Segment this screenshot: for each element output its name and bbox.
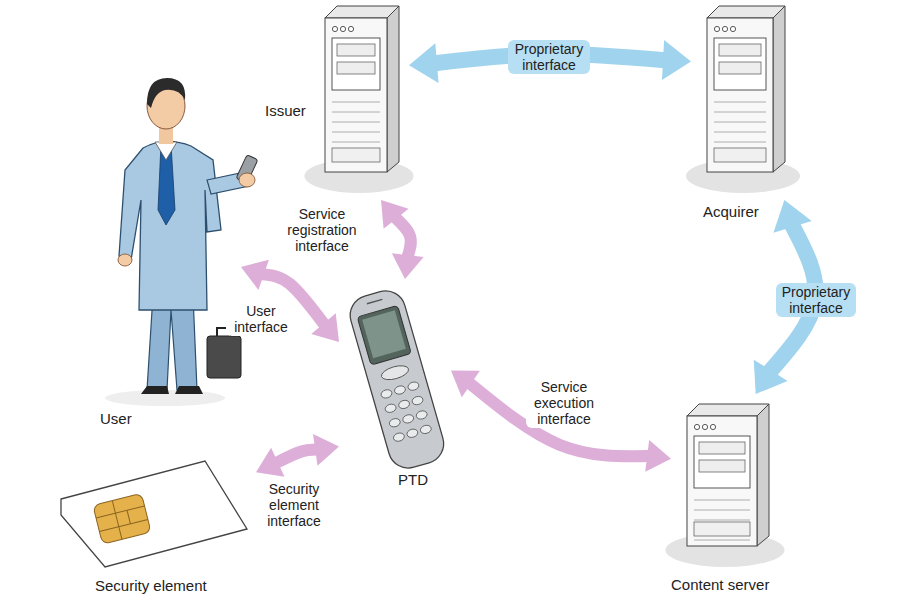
arrow-head <box>754 360 788 394</box>
issuer-server: Issuer <box>315 2 403 194</box>
arrow-head <box>451 371 480 398</box>
arrow-head <box>311 313 339 342</box>
arrow-head <box>645 440 671 472</box>
node-label: Content server <box>671 576 769 593</box>
user-person: User <box>95 60 235 405</box>
arrow-head <box>381 200 409 229</box>
acquirer-server: Acquirer <box>697 2 789 194</box>
interface-arrow <box>451 371 671 472</box>
arrow-head <box>392 253 424 279</box>
node-label: User <box>100 410 132 427</box>
interface-label: Service registration interface <box>280 205 364 255</box>
interface-label: Service execution interface <box>526 378 602 428</box>
interface-label: Security element interface <box>254 480 334 530</box>
illustration <box>345 285 445 475</box>
content-server: Content server <box>677 400 773 568</box>
arrow-head <box>241 260 269 290</box>
arrow-shaft <box>276 450 317 463</box>
interface-label: User interface <box>226 302 296 336</box>
illustration <box>95 60 235 405</box>
illustration <box>55 455 250 570</box>
arrow-head <box>256 448 284 477</box>
illustration <box>315 2 403 194</box>
arrow-head <box>313 434 339 466</box>
security-element-card: Security element <box>55 455 250 570</box>
interface-arrow <box>256 434 339 477</box>
ptd-phone: PTD <box>345 285 445 475</box>
arrow-head <box>662 40 691 80</box>
arrow-head <box>409 43 439 83</box>
interface-arrow <box>381 200 424 279</box>
interface-label: Proprietary interface <box>508 40 590 74</box>
illustration <box>677 400 773 568</box>
node-label: Acquirer <box>703 203 759 220</box>
interface-label: Proprietary interface <box>776 283 856 317</box>
illustration <box>697 2 789 194</box>
node-label: Security element <box>95 577 207 594</box>
node-label: Issuer <box>265 102 306 119</box>
arrow-head <box>773 200 811 233</box>
arrow-shaft <box>395 217 411 257</box>
interface-arrow <box>409 40 691 83</box>
node-label: PTD <box>398 471 428 488</box>
